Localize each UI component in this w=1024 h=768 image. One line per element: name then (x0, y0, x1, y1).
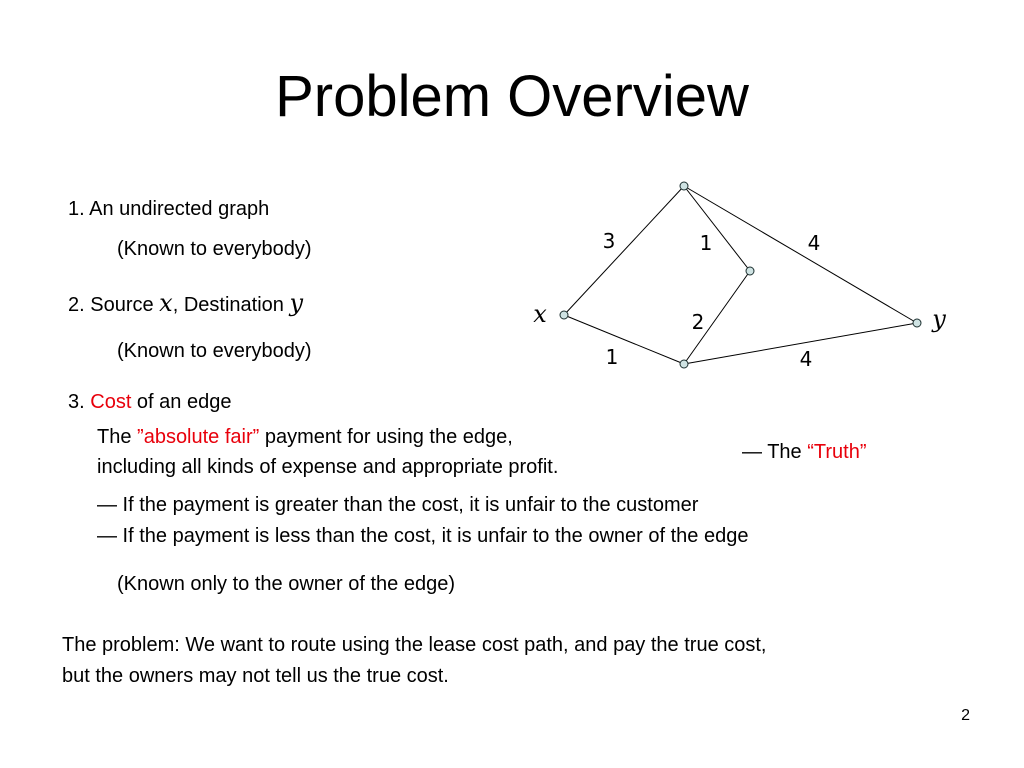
truth-pre: — The (742, 441, 808, 463)
item2-prefix: 2. Source (68, 294, 160, 316)
item2-middle: , Destination (172, 294, 290, 316)
item-cost-of-edge: 3. Cost of an edge (68, 389, 231, 415)
def-line1-pre: The (97, 426, 138, 448)
edge-top-mid (683, 185, 751, 272)
unfair-customer-bullet: — If the payment is greater than the cos… (97, 494, 699, 516)
problem-line2: but the owners may not tell us the true … (62, 665, 449, 687)
graph-node-mid (745, 266, 755, 276)
node-label-y: y (931, 305, 946, 333)
absolute-fair-highlight: ”absolute fair” (137, 426, 260, 448)
item1-note: (Known to everybody) (117, 238, 312, 260)
problem-line1: The problem: We want to route using the … (62, 634, 767, 656)
weight-top-y: 4 (808, 231, 821, 255)
weight-x-bottom: 1 (606, 345, 619, 369)
weight-mid-bottom: 2 (692, 310, 705, 334)
item-undirected-graph: 1. An undirected graph (68, 198, 270, 220)
edge-top-y (683, 185, 918, 324)
edge-mid-bottom (683, 270, 751, 365)
node-label-x: x (533, 300, 547, 328)
item3-number: 3. (68, 391, 91, 413)
item2-note: (Known to everybody) (117, 340, 312, 362)
item3-note: (Known only to the owner of the edge) (117, 573, 455, 595)
truth-note: — The “Truth” (742, 439, 866, 465)
cost-highlight: Cost (90, 391, 132, 413)
cost-definition-line2: including all kinds of expense and appro… (97, 456, 559, 478)
graph-node-y (912, 318, 922, 328)
def-line1-post: payment for using the edge, (259, 426, 513, 448)
cost-definition-line1: The ”absolute fair” payment for using th… (97, 424, 513, 450)
item-source-destination: 2. Source x, Destination y (68, 290, 303, 318)
weight-top-mid: 1 (700, 231, 713, 255)
weight-bottom-y: 4 (800, 347, 813, 371)
item3-rest: of an edge (131, 391, 232, 413)
truth-highlight: “Truth” (807, 441, 867, 463)
edge-x-bottom (563, 314, 685, 365)
edge-bottom-y (683, 322, 918, 365)
edge-x-top (563, 185, 685, 316)
slide-title: Problem Overview (275, 64, 749, 129)
source-symbol: x (159, 289, 173, 317)
page-number: 2 (961, 707, 970, 724)
graph-diagram: 3 1 4 2 1 4 x y (533, 181, 946, 371)
destination-symbol: y (289, 289, 304, 317)
weight-x-top: 3 (603, 229, 616, 253)
graph-node-bottom (679, 359, 689, 369)
graph-node-x (559, 310, 569, 320)
unfair-owner-bullet: — If the payment is less than the cost, … (97, 525, 749, 547)
graph-node-top (679, 181, 689, 191)
